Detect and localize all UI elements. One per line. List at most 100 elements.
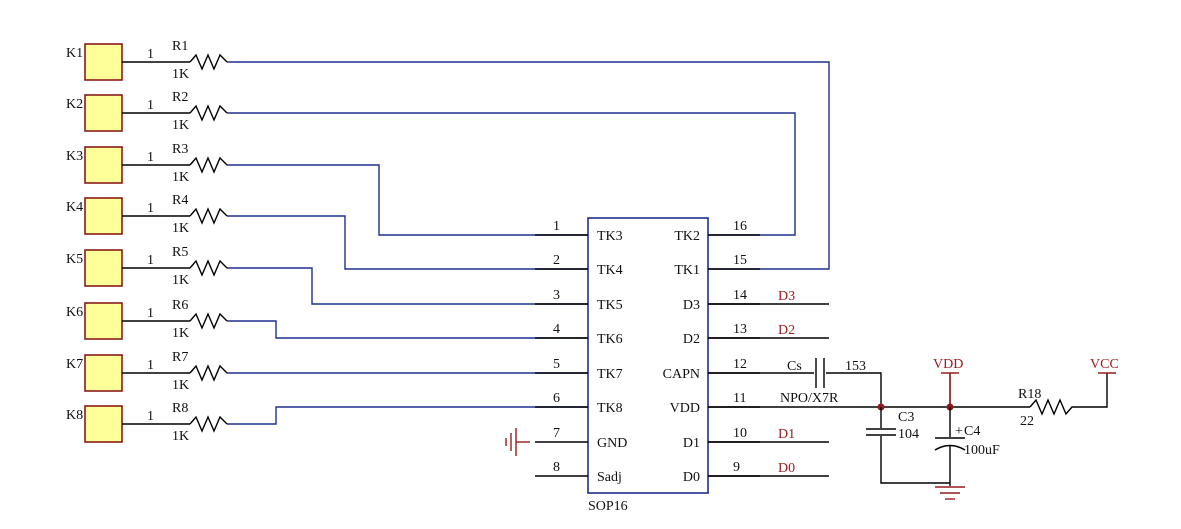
resistor-ref: R7 — [172, 350, 188, 365]
r18-zigzag — [1029, 373, 1108, 416]
touch-pad — [84, 249, 123, 287]
ic-right-pin-number: 15 — [733, 253, 747, 268]
key-ref: K1 — [66, 46, 83, 61]
ic-left-pin-name: GND — [597, 436, 627, 451]
resistor-ref: R4 — [172, 193, 188, 208]
ic-right-pin-name: D2 — [683, 332, 700, 347]
key-ref: K3 — [66, 149, 83, 164]
resistor-ref: R3 — [172, 142, 188, 157]
wire-k6 — [227, 320, 588, 339]
ic-right-pin-name: D0 — [683, 470, 700, 485]
cs-capacitor: Cs 153 NPO/X7R — [708, 358, 882, 407]
resistor-value: 1K — [172, 429, 189, 444]
ic-left-pin-number: 3 — [553, 288, 560, 303]
net-label: D0 — [778, 461, 795, 476]
ic-sop16: SOP16 1TK32TK43TK54TK65TK76TK87GND8Sadj1… — [535, 217, 795, 514]
ic-body — [587, 217, 709, 494]
pad-pin-number: 1 — [147, 253, 154, 268]
ic-left-pin-number: 7 — [553, 426, 560, 441]
cs-dielectric: NPO/X7R — [780, 391, 839, 406]
touch-pad — [84, 43, 123, 81]
wire-k8 — [227, 406, 588, 425]
pad-pin-number: 1 — [147, 150, 154, 165]
ic-right-pin-number: 11 — [733, 391, 746, 406]
touch-pad — [84, 197, 123, 235]
c3-ref: C3 — [898, 410, 914, 425]
key-ref: K2 — [66, 97, 83, 112]
ic-left-pin-name: TK3 — [597, 229, 623, 244]
wire-k5 — [227, 267, 588, 305]
resistor-zigzag — [189, 259, 228, 277]
resistor-zigzag — [189, 156, 228, 174]
wire-k3 — [227, 164, 588, 236]
pad-pin-number: 1 — [147, 47, 154, 62]
vcc-label: VCC — [1090, 357, 1119, 372]
ic-left-pin-name: TK5 — [597, 298, 623, 313]
resistor-zigzag — [189, 53, 228, 71]
power-section: C3 104 + C4 100uF VDD R18 22 VCC — [708, 357, 1119, 500]
output-nets — [708, 303, 829, 477]
key-ref: K8 — [66, 408, 83, 423]
ic-left-pin-name: TK7 — [597, 367, 623, 382]
ic-left-pin-number: 5 — [553, 357, 560, 372]
ic-right-pin-number: 9 — [733, 460, 740, 475]
ic-right-pin-number: 14 — [733, 288, 747, 303]
wire-k1 — [227, 61, 830, 270]
resistor-value: 1K — [172, 273, 189, 288]
ic-right-pin-name: D3 — [683, 298, 700, 313]
pad-pin-number: 1 — [147, 358, 154, 373]
ic-right-pin-number: 16 — [733, 219, 747, 234]
resistor-ref: R6 — [172, 298, 188, 313]
net-label: D3 — [778, 289, 795, 304]
ic-left-pin-number: 6 — [553, 391, 560, 406]
resistor-zigzag — [189, 312, 228, 330]
cs-ref: Cs — [787, 359, 802, 374]
resistor-zigzag — [189, 364, 228, 382]
ic-left-pin-number: 8 — [553, 460, 560, 475]
ground-symbol-pin7 — [505, 428, 530, 456]
key-row: K5 1 R5 1K — [66, 245, 228, 288]
resistor-zigzag — [189, 207, 228, 225]
vdd-label: VDD — [933, 357, 963, 372]
ic-right-pin-name: VDD — [670, 401, 700, 416]
ic-left-pin-name: TK8 — [597, 401, 623, 416]
resistor-value: 1K — [172, 378, 189, 393]
ic-right-pin-name: CAPN — [663, 367, 700, 382]
pad-pin-number: 1 — [147, 306, 154, 321]
c4-polarity: + — [955, 424, 963, 439]
ic-right-pin-number: 13 — [733, 322, 747, 337]
touch-pad — [84, 94, 123, 132]
net-label: D2 — [778, 323, 795, 338]
ic-package-label: SOP16 — [588, 499, 628, 514]
ic-left-pin-number: 4 — [553, 322, 560, 337]
resistor-ref: R5 — [172, 245, 188, 260]
resistor-value: 1K — [172, 170, 189, 185]
resistor-value: 1K — [172, 67, 189, 82]
ic-left-pin-name: TK4 — [597, 263, 623, 278]
key-ref: K4 — [66, 200, 83, 215]
resistor-zigzag — [189, 415, 228, 433]
pad-pin-number: 1 — [147, 201, 154, 216]
key-ref: K6 — [66, 305, 83, 320]
ic-left-pin-number: 2 — [553, 253, 560, 268]
touch-pad — [84, 405, 123, 443]
r18-value: 22 — [1020, 414, 1034, 429]
ic-right-pin-name: TK1 — [674, 263, 700, 278]
c4-ref: C4 — [964, 424, 980, 439]
c3-value: 104 — [898, 427, 919, 442]
touch-pad — [84, 354, 123, 392]
key-ref: K5 — [66, 252, 83, 267]
ic-right-pin-name: D1 — [683, 436, 700, 451]
ic-right-pin-number: 10 — [733, 426, 747, 441]
resistor-value: 1K — [172, 118, 189, 133]
ic-right-pin-name: TK2 — [674, 229, 700, 244]
resistor-ref: R2 — [172, 90, 188, 105]
